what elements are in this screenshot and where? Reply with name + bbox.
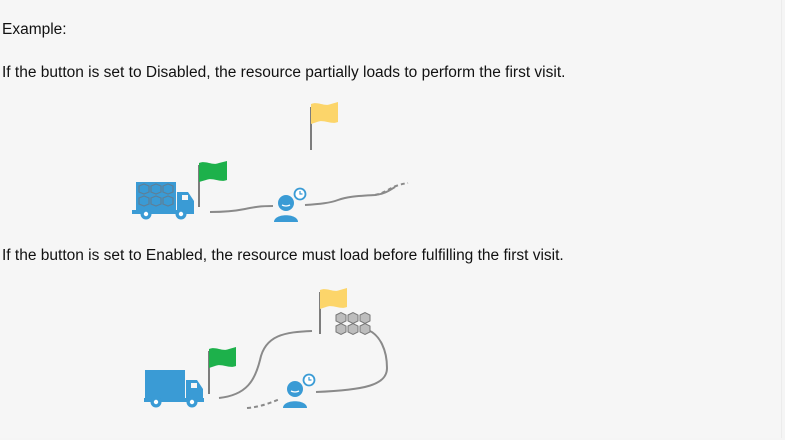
yellow-depot-flag-icon: [310, 102, 338, 150]
truck-with-packages-icon: [132, 182, 194, 220]
disabled-description: If the button is set to Disabled, the re…: [2, 64, 566, 81]
disabled-illustration: [132, 102, 409, 222]
example-heading: Example:: [2, 21, 67, 38]
route-path-dashed: [374, 182, 409, 196]
clock-icon: [302, 373, 316, 387]
route-path: [218, 330, 313, 399]
empty-truck-icon: [144, 370, 204, 408]
enabled-illustration: [144, 288, 389, 409]
enabled-description: If the button is set to Enabled, the res…: [2, 247, 564, 264]
yellow-depot-flag-icon: [319, 288, 347, 334]
green-start-flag-icon: [198, 161, 227, 207]
route-path-2: [304, 186, 396, 206]
route-path: [209, 205, 274, 213]
green-start-flag-icon: [208, 347, 236, 394]
packages-icon: [335, 311, 371, 336]
route-path-2: [315, 329, 389, 393]
customer-visit-icon: [274, 195, 298, 222]
customer-visit-icon: [283, 381, 307, 408]
route-path-dashed: [246, 398, 281, 409]
clock-icon: [293, 187, 307, 201]
